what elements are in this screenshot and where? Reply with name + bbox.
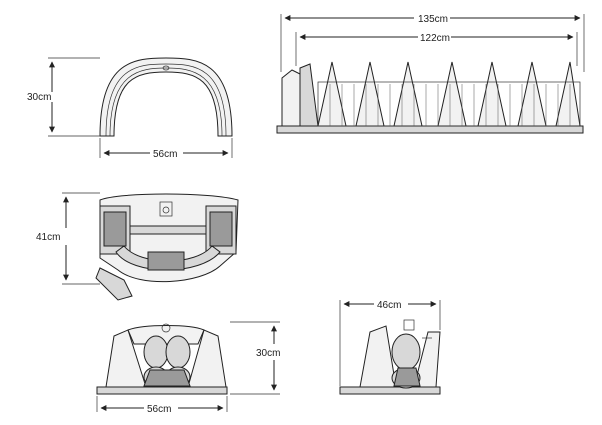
base-width-dimension: 56cm <box>96 396 228 415</box>
rack-view <box>276 61 584 134</box>
rack-inner-length-label: 122cm <box>420 33 450 44</box>
base-height-dimension: 30cm <box>230 321 280 395</box>
arch-width-dimension: 56cm <box>99 138 233 160</box>
base-width-label: 56cm <box>147 404 171 415</box>
rack-inner-length-dimension: 122cm <box>295 32 578 66</box>
top-view-depth-dimension: 41cm <box>36 192 100 285</box>
side-width-dimension: 46cm <box>339 300 441 386</box>
rack-slats <box>329 84 571 126</box>
arch-height-label: 30cm <box>27 92 51 103</box>
side-width-label: 46cm <box>377 300 401 311</box>
side-view <box>339 319 441 395</box>
top-view-depth-label: 41cm <box>36 232 60 243</box>
base-front-view <box>96 323 228 395</box>
base-height-label: 30cm <box>256 348 280 359</box>
rack-fins <box>317 61 581 127</box>
top-view <box>95 193 239 301</box>
arch-height-dimension: 30cm <box>27 57 100 137</box>
rack-total-length-label: 135cm <box>418 14 448 25</box>
rack-total-length-dimension: 135cm <box>280 14 585 72</box>
arch-width-label: 56cm <box>153 149 177 160</box>
arch-view <box>99 57 233 137</box>
